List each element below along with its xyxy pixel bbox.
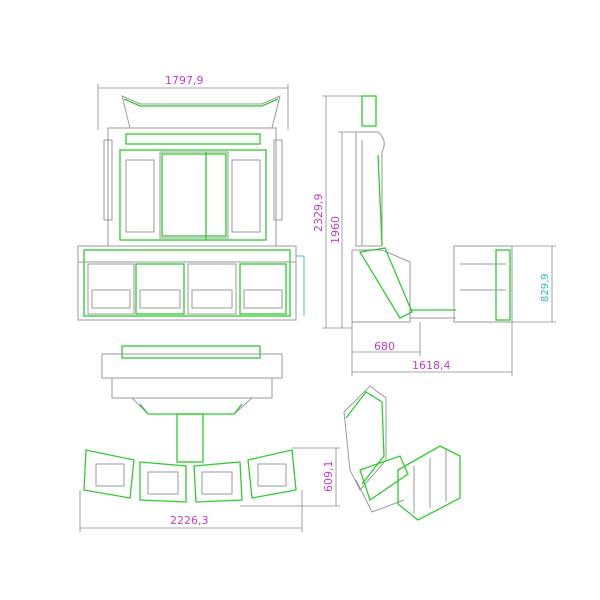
dim-front-width: 1797,9 — [165, 74, 204, 87]
dim-total-depth: 1618,4 — [412, 359, 451, 372]
top-view: 2226,3 609,1 — [79, 345, 340, 532]
dim-total-height: 2329,9 — [312, 194, 325, 233]
side-view: 2329,9 1960 829,9 680 1618,4 — [312, 95, 556, 376]
dim-seat-height: 829,9 — [540, 273, 551, 302]
isometric-view — [343, 385, 461, 521]
front-view: 1797,9 — [77, 74, 305, 321]
dim-cabinet-height: 1960 — [329, 216, 342, 244]
seat-row-top — [83, 449, 297, 503]
dim-seats-depth: 609,1 — [322, 461, 335, 493]
dim-seats-width: 2226,3 — [170, 514, 209, 527]
dim-cabinet-depth: 680 — [374, 340, 395, 353]
seat-row-front — [87, 263, 287, 315]
